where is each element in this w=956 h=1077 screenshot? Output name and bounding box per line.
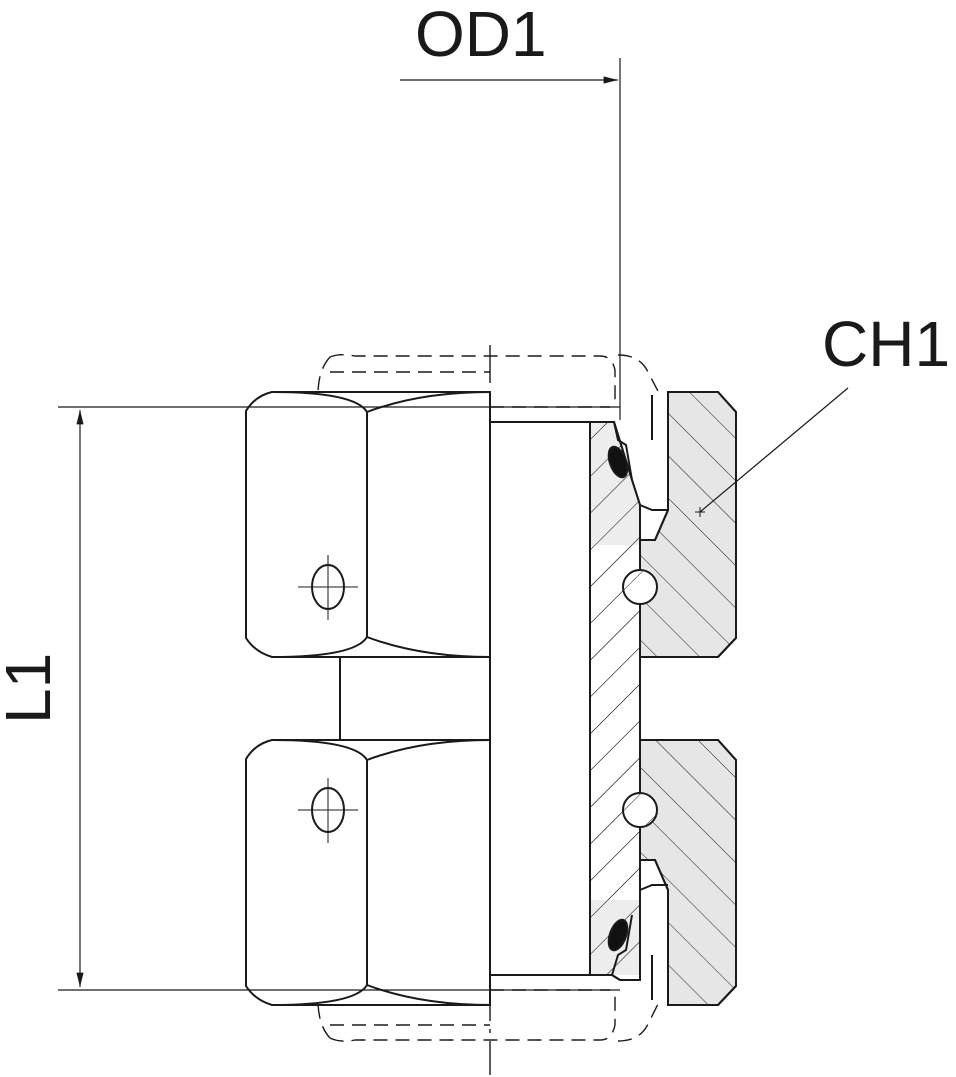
top-nut-exterior: [245, 391, 491, 658]
hole-bottom: [298, 778, 358, 843]
ball-bottom: [622, 792, 658, 828]
hole-top: [298, 555, 358, 620]
od1-label: OD1: [415, 0, 547, 70]
bore: [489, 421, 591, 976]
dimension-l1: [58, 406, 620, 991]
ch1-label: CH1: [822, 308, 951, 380]
leader-ch1: [699, 387, 849, 513]
ball-top: [622, 569, 658, 605]
o-ring-top: [607, 445, 629, 479]
o-ring-bottom: [607, 918, 629, 952]
dimension-od1: [400, 58, 621, 420]
bottom-nut-exterior: [245, 739, 491, 1006]
cone-ridges: [611, 395, 668, 1000]
l1-label: L1: [0, 652, 64, 724]
